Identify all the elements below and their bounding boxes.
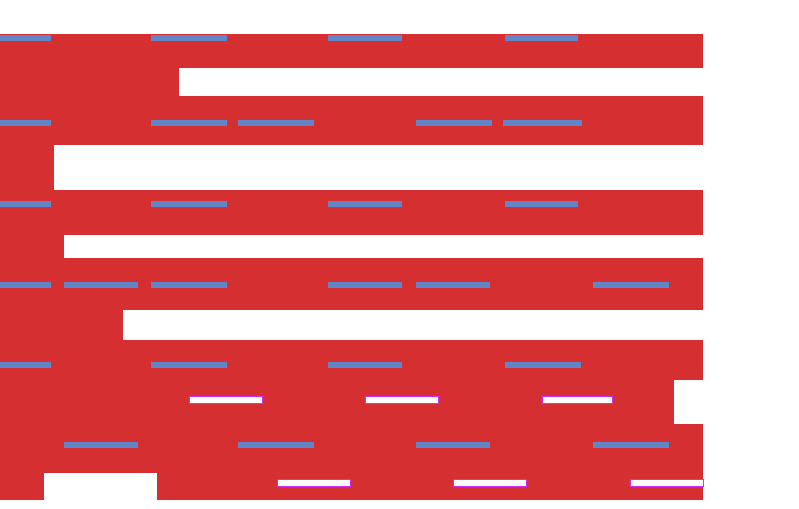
token-bar xyxy=(505,362,581,368)
token-bar xyxy=(416,282,490,288)
redaction-band xyxy=(0,96,703,145)
line-gap-margin-notch xyxy=(674,380,703,424)
token-bar xyxy=(151,201,227,207)
line-gap-line-break-4 xyxy=(123,310,703,340)
token-bar xyxy=(593,442,669,448)
token-bar xyxy=(0,35,51,41)
token-bar xyxy=(64,442,138,448)
token-bar xyxy=(593,282,669,288)
token-bar xyxy=(238,120,314,126)
redaction-band xyxy=(0,340,703,380)
token-bar xyxy=(151,282,227,288)
token-bar xyxy=(328,35,402,41)
token-bar-highlight xyxy=(630,479,704,487)
token-bar xyxy=(503,120,582,126)
token-bar xyxy=(416,442,490,448)
token-bar xyxy=(328,362,402,368)
token-bar-highlight xyxy=(365,396,439,404)
token-bar xyxy=(0,120,51,126)
token-bar-highlight xyxy=(277,479,351,487)
token-bar xyxy=(0,282,51,288)
redaction-band xyxy=(0,310,123,340)
token-bar xyxy=(0,362,51,368)
redaction-band xyxy=(0,68,179,96)
token-bar xyxy=(0,201,51,207)
token-bar-highlight xyxy=(189,396,263,404)
token-bar xyxy=(64,282,138,288)
token-bar xyxy=(151,120,227,126)
line-gap-line-break-3 xyxy=(64,235,703,258)
token-bar xyxy=(505,201,578,207)
redaction-band xyxy=(0,473,44,500)
token-bar xyxy=(328,201,402,207)
token-bar xyxy=(416,120,492,126)
token-bar xyxy=(328,282,402,288)
redaction-band xyxy=(0,145,54,190)
token-bar-highlight xyxy=(542,396,613,404)
line-gap-line-break-1 xyxy=(179,68,703,96)
redaction-band xyxy=(0,190,703,235)
line-gap-line-break-5 xyxy=(44,473,157,509)
line-gap-line-break-2 xyxy=(54,145,703,190)
redaction-band xyxy=(0,424,703,473)
redaction-band xyxy=(0,235,64,258)
token-bar xyxy=(505,35,578,41)
token-bar xyxy=(238,442,314,448)
redaction-band xyxy=(157,473,703,500)
token-bar xyxy=(151,35,227,41)
token-bar xyxy=(151,362,227,368)
token-bar-highlight xyxy=(453,479,527,487)
